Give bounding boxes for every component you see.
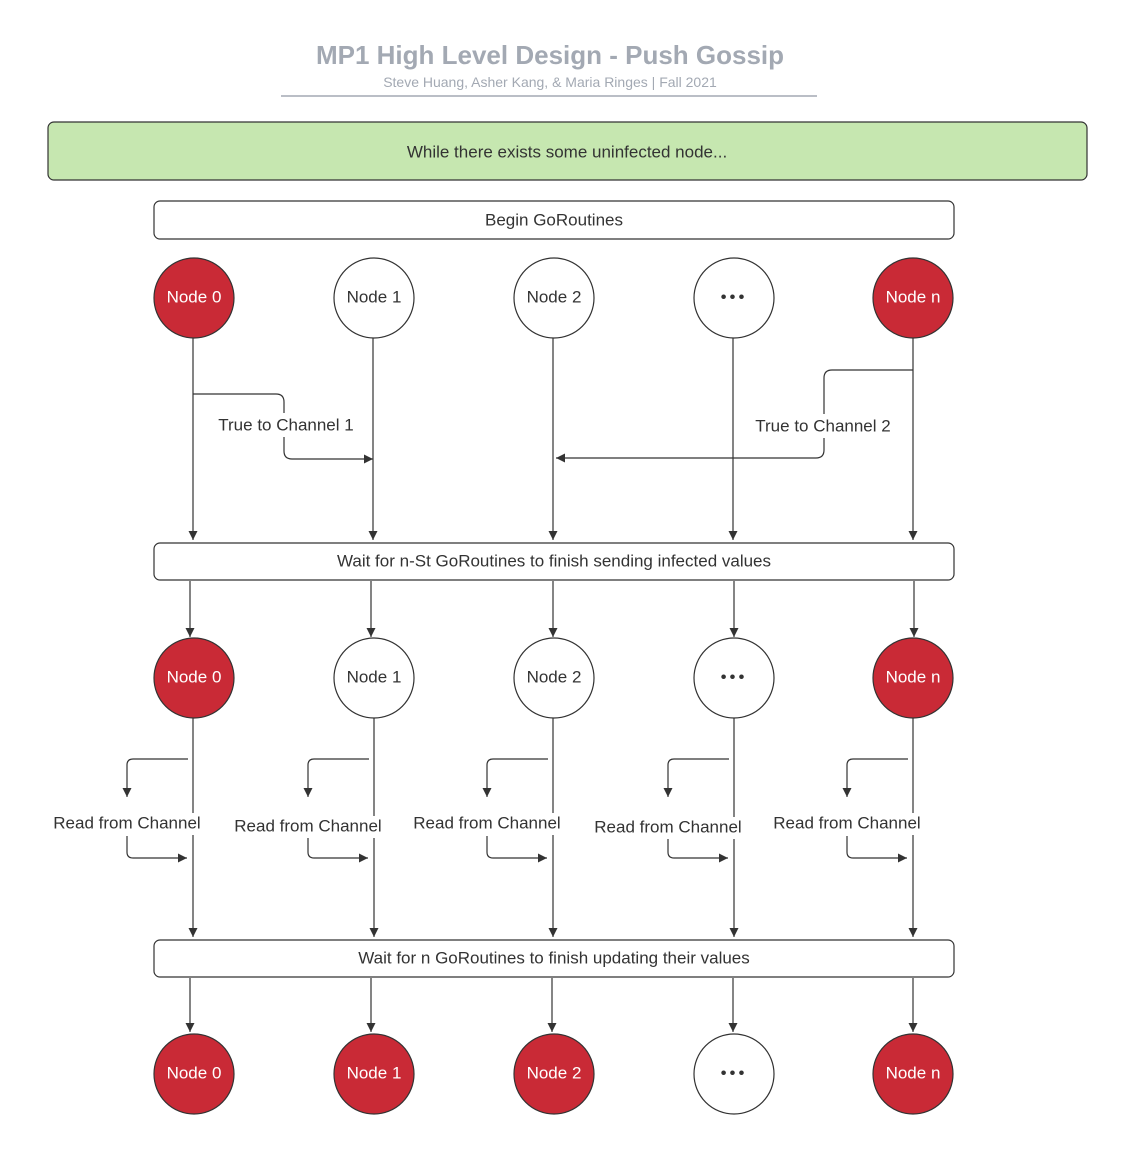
send-label-1-bg <box>212 413 360 437</box>
row3-ellipsis: ••• <box>693 1033 775 1115</box>
loop-condition-text: While there exists some uninfected node.… <box>407 142 727 161</box>
begin-goroutines-box <box>153 200 955 240</box>
node-label: Node 0 <box>167 287 222 306</box>
row3-node2: Node 2 <box>513 1033 595 1115</box>
node-circle <box>872 257 954 339</box>
node-circle <box>513 257 595 339</box>
wait-update-box <box>153 939 955 978</box>
edge-node0-read-branch <box>122 758 188 797</box>
page-subtitle: Steve Huang, Asher Kang, & Maria Ringes … <box>383 74 717 90</box>
node-label: Node 1 <box>347 287 402 306</box>
edge-node1-read-branch <box>303 758 369 797</box>
wait-send-label: Wait for n-St GoRoutines to finish sendi… <box>337 551 771 570</box>
row3-node0: Node 0 <box>153 1033 235 1115</box>
edge-noden-read-return <box>846 836 907 863</box>
node-label: Node 1 <box>347 1063 402 1082</box>
node-circle <box>513 637 595 719</box>
row3-node1: Node 1 <box>333 1033 415 1115</box>
row2-node0: Node 0 <box>153 637 235 719</box>
wait-send-to-row2-edges <box>185 581 919 637</box>
edge-node2-read-branch <box>482 758 548 797</box>
node-circle <box>693 257 775 339</box>
node-label: Node 2 <box>527 667 582 686</box>
row1-node0: Node 0 <box>153 257 235 339</box>
edge-noden-read-branch <box>842 758 908 797</box>
node-circle <box>333 637 415 719</box>
node-label: Node 0 <box>167 667 222 686</box>
node-label: Node 1 <box>347 667 402 686</box>
node-circle <box>693 1033 775 1115</box>
edge-node2-read-return <box>486 836 547 863</box>
node-label: Node n <box>886 287 941 306</box>
wait-send-box <box>153 542 955 581</box>
page-title: MP1 High Level Design - Push Gossip <box>316 40 784 70</box>
node-label: ••• <box>721 287 748 306</box>
node-circle <box>872 1033 954 1115</box>
node-label: Node n <box>886 667 941 686</box>
row2-ellipsis: ••• <box>693 637 775 719</box>
row1-edges <box>188 338 918 540</box>
node-circle <box>153 257 235 339</box>
edge-node0-read-return <box>126 836 187 863</box>
node-circle <box>872 637 954 719</box>
node-rows: Node 0 Node 1 Node 2 ••• Node n Node 0 Node 1 N… <box>153 257 954 1115</box>
node-circle <box>333 1033 415 1115</box>
node-circle <box>513 1033 595 1115</box>
read-label-bg <box>232 816 384 838</box>
send-label-1: True to Channel 1 <box>218 415 353 434</box>
row2-node2: Node 2 <box>513 637 595 719</box>
node-label: Node 0 <box>167 1063 222 1082</box>
edge-ellipsis-read-return <box>667 836 728 863</box>
node-circle <box>153 637 235 719</box>
row1-ellipsis: ••• <box>693 257 775 339</box>
read-from-channel-label-node2: Read from Channel <box>413 813 560 832</box>
read-label-bg <box>411 813 563 835</box>
wait-update-label: Wait for n GoRoutines to finish updating… <box>358 948 750 967</box>
node-label: ••• <box>721 1063 748 1082</box>
node-circle <box>693 637 775 719</box>
read-loops: Read from Channel Read from Channel Read f… <box>51 718 923 937</box>
read-from-channel-label-ellipsis: Read from Channel <box>594 817 741 836</box>
node-label: Node n <box>886 1063 941 1082</box>
read-from-channel-label-node1: Read from Channel <box>234 816 381 835</box>
send-label-2: True to Channel 2 <box>755 416 890 435</box>
row3-noden: Node n <box>872 1033 954 1115</box>
read-from-channel-label-noden: Read from Channel <box>773 813 920 832</box>
row1-node2: Node 2 <box>513 257 595 339</box>
node-label: Node 2 <box>527 287 582 306</box>
row2-node1: Node 1 <box>333 637 415 719</box>
read-label-bg <box>51 813 203 835</box>
begin-goroutines-label: Begin GoRoutines <box>485 210 623 229</box>
read-from-channel-label-node0: Read from Channel <box>53 813 200 832</box>
read-label-bg <box>592 817 744 839</box>
edge-ellipsis-read-branch <box>663 758 729 797</box>
read-label-bg <box>771 813 923 835</box>
node-label: ••• <box>721 667 748 686</box>
node-circle <box>153 1033 235 1115</box>
node-circle <box>333 257 415 339</box>
row2-noden: Node n <box>872 637 954 719</box>
node-label: Node 2 <box>527 1063 582 1082</box>
loop-condition-banner <box>47 121 1088 181</box>
row1-node1: Node 1 <box>333 257 415 339</box>
edge-node1-read-return <box>307 836 368 863</box>
send-label-2-bg <box>749 414 897 438</box>
row1-noden: Node n <box>872 257 954 339</box>
wait-update-to-row3-edges <box>185 978 918 1032</box>
